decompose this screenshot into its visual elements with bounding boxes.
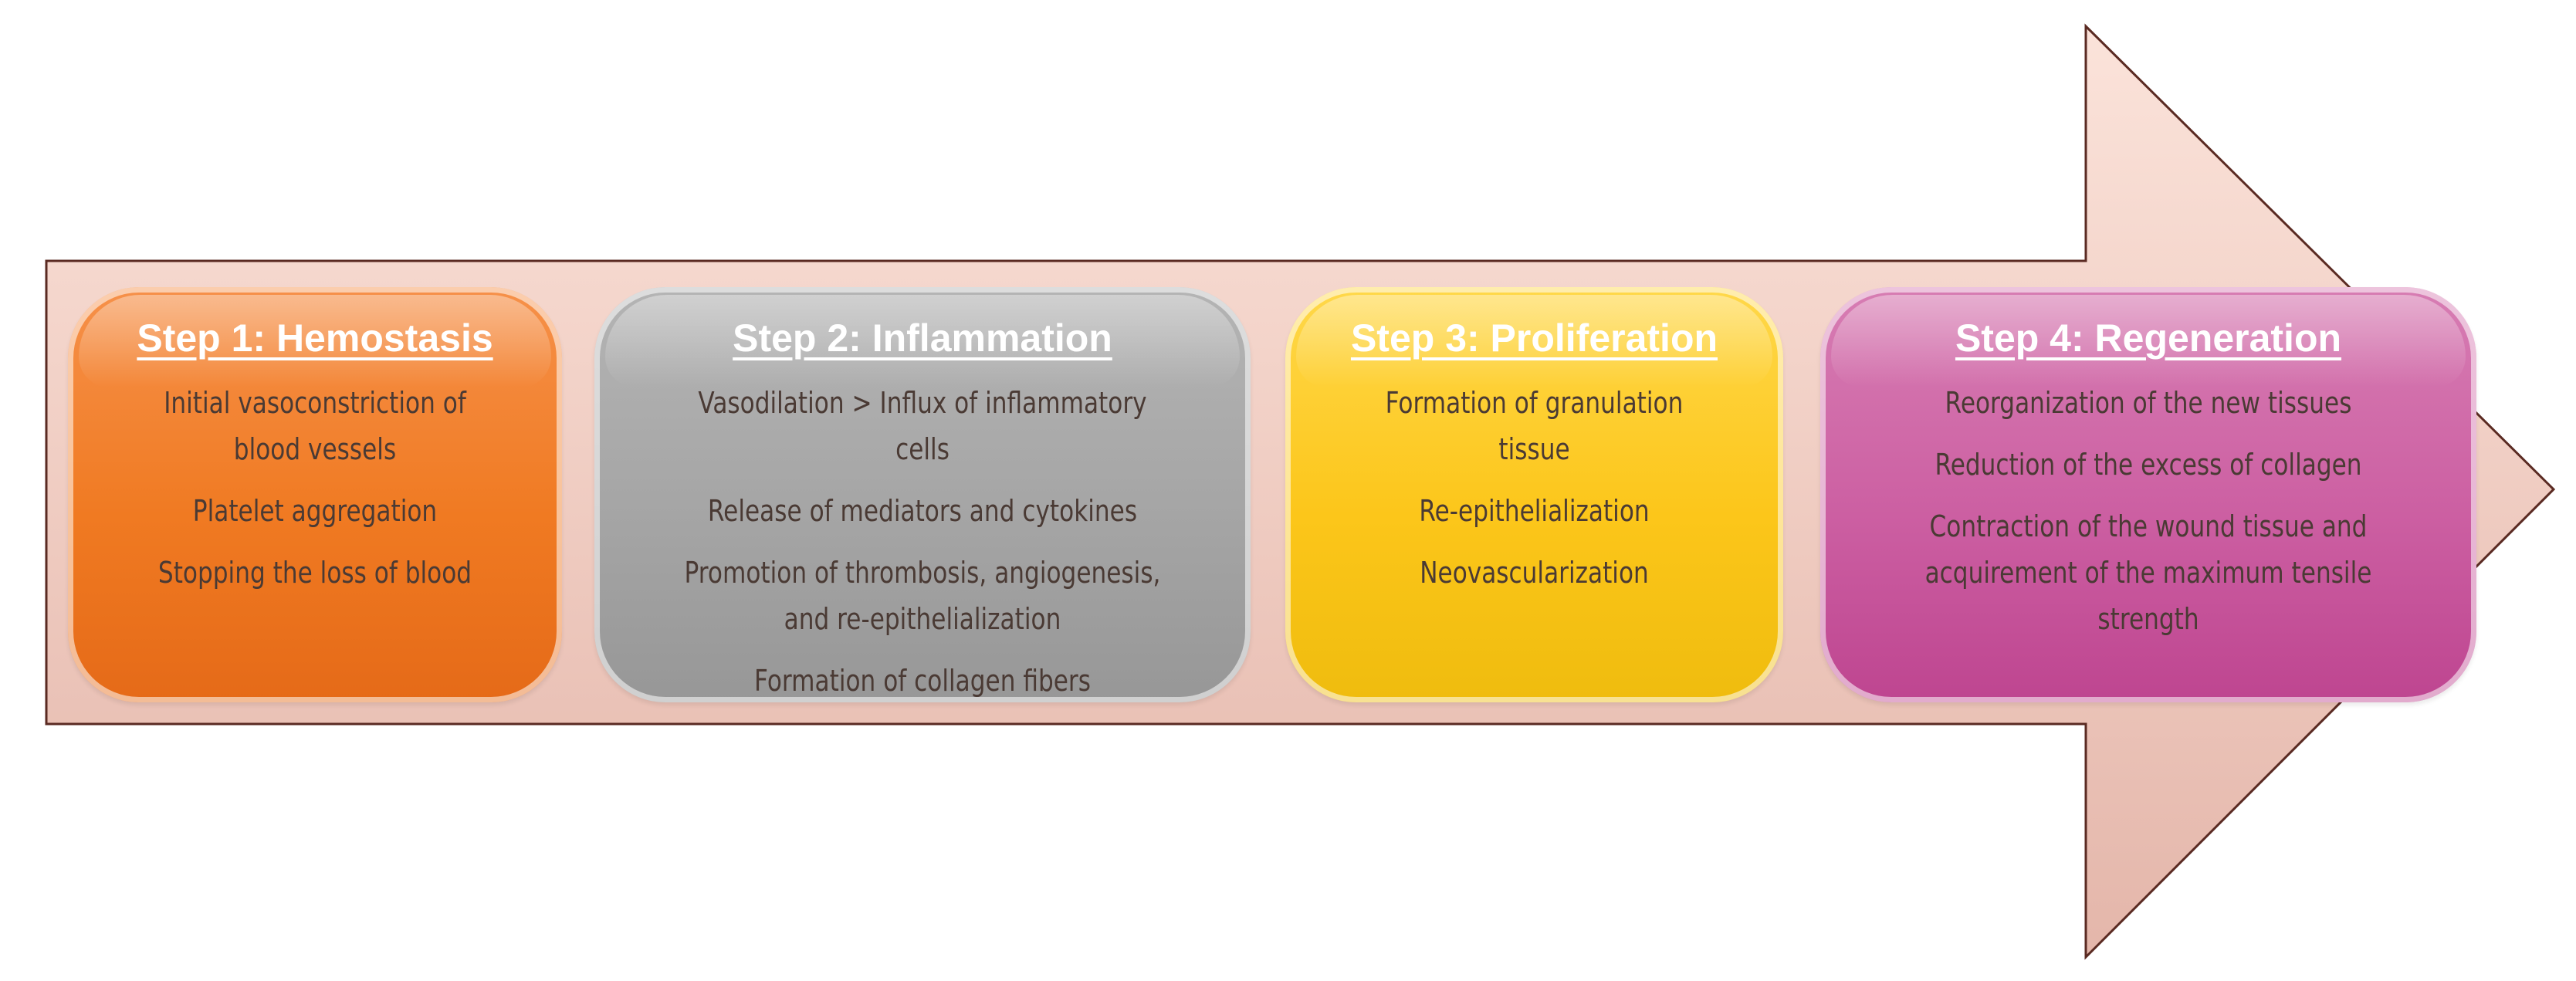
step-2-item: Promotion of thrombosis, angiogenesis, a… [684, 555, 1161, 636]
step-1-item: Stopping the loss of blood [157, 555, 472, 590]
step-3-item: Re-epithelialization [1419, 493, 1650, 528]
step-4-item: Reorganization of the new tissues [1945, 385, 2352, 420]
step-3-item: Formation of granulation tissue [1385, 385, 1684, 466]
step-1-item: Initial vasoconstriction of blood vessel… [164, 385, 466, 466]
step-2-item: Release of mediators and cytokines [707, 493, 1138, 528]
step-2-item: Vasodilation > Influx of inflammatory ce… [698, 385, 1147, 466]
step-4-item: Reduction of the excess of collagen [1935, 447, 2362, 482]
step-2-item: Formation of collagen fibers [754, 663, 1091, 698]
step-3-title: Step 3: Proliferation [1350, 316, 1718, 360]
step-1-item: Platelet aggregation [192, 493, 438, 528]
step-regeneration-box: Step 4: Regeneration Reorganization of t… [1820, 287, 2476, 702]
step-hemostasis-box: Step 1: Hemostasis Initial vasoconstrict… [68, 287, 562, 702]
step-2-title: Step 2: Inflammation [733, 316, 1112, 360]
step-4-item: Contraction of the wound tissue and acqu… [1924, 509, 2372, 636]
step-4-title: Step 4: Regeneration [1955, 316, 2342, 360]
step-3-item: Neovascularization [1420, 555, 1649, 590]
step-proliferation-box: Step 3: Proliferation Formation of granu… [1285, 287, 1783, 702]
step-inflammation-box: Step 2: Inflammation Vasodilation > Infl… [594, 287, 1251, 702]
step-1-title: Step 1: Hemostasis [137, 316, 493, 360]
